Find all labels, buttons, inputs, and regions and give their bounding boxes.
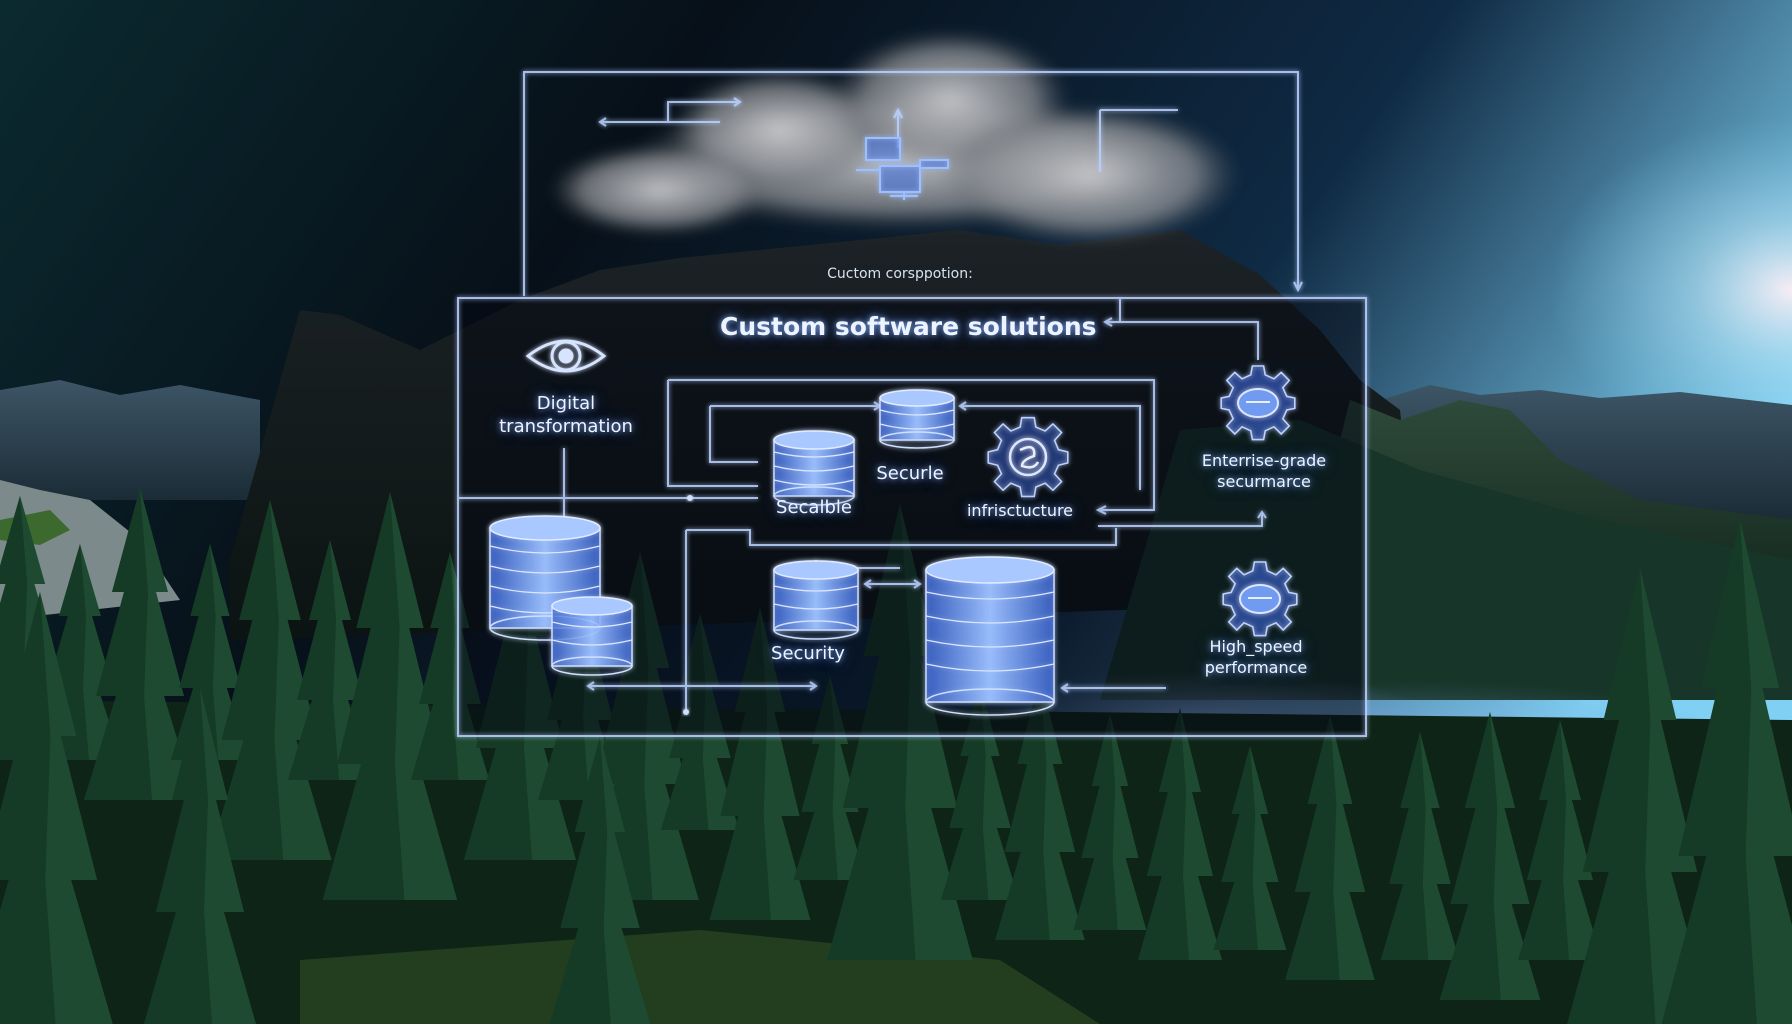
label-secure: Securle — [876, 463, 944, 484]
label-line: High_speed — [1209, 637, 1303, 656]
eye-icon — [525, 339, 607, 373]
database-center-large — [925, 556, 1055, 716]
label-enterprise-grade: Enterrise-grade securmarce — [1166, 450, 1362, 492]
label-digital-transformation: Digital transformation — [478, 392, 654, 438]
label-line: Digital — [536, 393, 596, 414]
computer-icon — [856, 137, 949, 200]
distant-mountains-left — [0, 380, 260, 500]
database-icons — [489, 389, 1055, 716]
label-security: Security — [771, 643, 845, 664]
database-scalable — [773, 430, 855, 506]
label-infrastructure: infrisctucture — [966, 501, 1074, 520]
gear-icon-high-speed — [1222, 561, 1298, 637]
gear-icon-infrastructure — [987, 416, 1069, 498]
diagram-caption: Cuctom corsppotion: — [827, 266, 973, 282]
label-line: transformation — [499, 416, 633, 437]
label-scalable: Secalble — [776, 497, 852, 518]
database-security — [773, 560, 859, 640]
database-left-small — [551, 596, 633, 676]
label-line: securmarce — [1217, 472, 1311, 491]
gear-icon-enterprise — [1220, 365, 1296, 441]
label-line: performance — [1204, 658, 1308, 677]
label-high-speed-performance: High_speed performance — [1176, 636, 1336, 678]
database-secure — [879, 389, 955, 449]
diagram-title: Custom software solutions — [720, 312, 1097, 341]
label-line: Enterrise-grade — [1201, 451, 1327, 470]
